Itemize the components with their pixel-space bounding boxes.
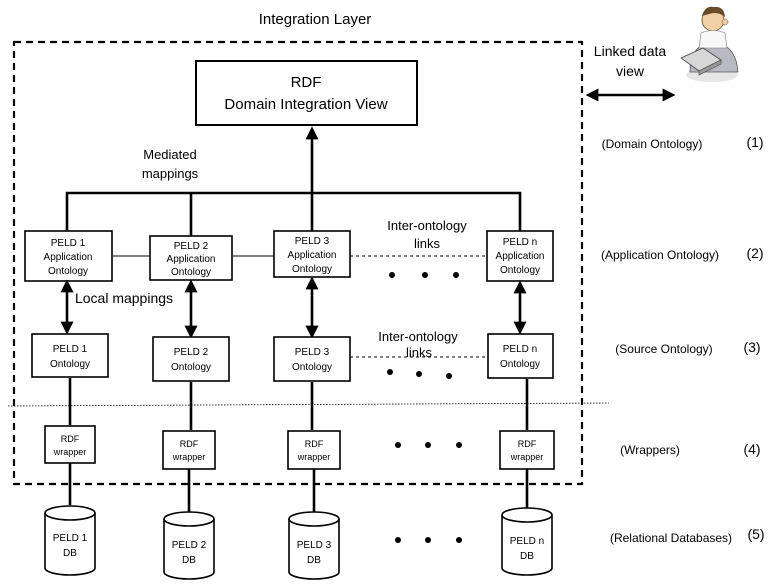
layer-4-name: (Wrappers) (620, 443, 680, 457)
inter-ontology-src-line1: Inter-ontology (378, 329, 458, 344)
inter-ontology-app-line1: Inter-ontology (387, 218, 467, 233)
source-ontology-n: PELD n Ontology (487, 333, 554, 379)
layer-2-name: (Application Ontology) (601, 248, 719, 262)
layer-5-name: (Relational Databases) (610, 531, 732, 545)
mediated-mappings-bus (65, 191, 522, 231)
layer-2-number: (2) (746, 245, 763, 261)
database-2: PELD 2 DB (163, 511, 215, 580)
db-1-line1: PELD 1 (53, 533, 88, 544)
wrap-n-line1: RDF (518, 439, 537, 449)
layer-separator (7, 402, 610, 407)
wrapper-1: RDF wrapper (44, 425, 96, 464)
layer-4-number: (4) (743, 441, 760, 457)
app-ontology-3: PELD 3 Application Ontology (273, 230, 351, 278)
src-2-line1: PELD 2 (174, 347, 209, 358)
source-ontology-3: PELD 3 Ontology (273, 336, 351, 382)
src-3-line1: PELD 3 (295, 347, 330, 358)
database-3: PELD 3 DB (288, 511, 340, 580)
ellipsis-db-row (395, 537, 462, 543)
db-n-line1: PELD n (510, 536, 544, 547)
wrapper-3: RDF wrapper (287, 430, 341, 470)
wrap-3-line2: wrapper (297, 452, 331, 462)
app-1-line2: Application (44, 252, 93, 263)
wrap-n-line2: wrapper (510, 452, 544, 462)
app-1-line3: Ontology (48, 266, 88, 277)
src-2-line2: Ontology (171, 362, 211, 373)
database-n: PELD n DB (501, 507, 553, 576)
local-mappings-label: Local mappings (75, 290, 173, 306)
src-3-line2: Ontology (292, 362, 332, 373)
inter-ontology-src-line2: links (406, 345, 433, 360)
wrap-3-line1: RDF (305, 439, 324, 449)
app-ontology-2: PELD 2 Application Ontology (149, 235, 233, 281)
app-ontology-n: PELD n Application Ontology (486, 230, 554, 282)
layer-3-number: (3) (743, 339, 760, 355)
src-1-line2: Ontology (50, 359, 90, 370)
layer-3-name: (Source Ontology) (615, 342, 712, 356)
linked-data-line1: Linked data (594, 43, 667, 59)
wrap-2-line2: wrapper (172, 452, 206, 462)
app-3-line1: PELD 3 (295, 236, 330, 247)
layer-1-number: (1) (746, 134, 763, 150)
rdf-view-line2: Domain Integration View (224, 96, 387, 113)
app-1-line1: PELD 1 (51, 238, 86, 249)
source-ontology-1: PELD 1 Ontology (31, 333, 109, 378)
rdf-domain-view-box (195, 60, 418, 126)
db-n-line2: DB (520, 551, 534, 562)
app-ontology-1: PELD 1 Application Ontology (24, 230, 113, 282)
app-3-line3: Ontology (292, 264, 332, 275)
wrap-1-line1: RDF (61, 434, 80, 444)
inter-ontology-app-line2: links (414, 236, 441, 251)
integration-layer-title: Integration Layer (259, 11, 372, 28)
app-2-line3: Ontology (171, 267, 211, 278)
linked-data-line2: view (616, 63, 645, 79)
src-n-line2: Ontology (500, 359, 540, 370)
app-n-line1: PELD n (503, 237, 537, 248)
mediated-mappings-line1: Mediated (143, 147, 196, 162)
mediated-mappings-line2: mappings (142, 166, 199, 181)
app-n-line2: Application (496, 251, 545, 262)
wrap-1-line2: wrapper (53, 447, 87, 457)
rdf-view-line1: RDF (291, 74, 322, 91)
app-n-line3: Ontology (500, 265, 540, 276)
db-1-line2: DB (63, 548, 77, 559)
db-3-line2: DB (307, 555, 321, 566)
ellipsis-wrapper-row (395, 442, 462, 448)
db-2-line1: PELD 2 (172, 540, 207, 551)
db-2-line2: DB (182, 555, 196, 566)
wrap-2-line1: RDF (180, 439, 199, 449)
wrapper-n: RDF wrapper (499, 430, 555, 470)
layer-1-name: (Domain Ontology) (602, 137, 703, 151)
src-1-line1: PELD 1 (53, 344, 88, 355)
src-n-line1: PELD n (503, 344, 537, 355)
database-1: PELD 1 DB (44, 505, 96, 576)
ellipsis-src-row (387, 369, 452, 379)
app-2-line2: Application (167, 254, 216, 265)
layer-5-number: (5) (747, 526, 764, 542)
source-ontology-2: PELD 2 Ontology (152, 336, 230, 382)
user-at-laptop-icon (680, 6, 739, 82)
wrapper-2: RDF wrapper (162, 430, 216, 470)
app-3-line2: Application (288, 250, 337, 261)
ellipsis-app-row (389, 272, 459, 278)
app-2-line1: PELD 2 (174, 241, 209, 252)
db-3-line1: PELD 3 (297, 540, 332, 551)
